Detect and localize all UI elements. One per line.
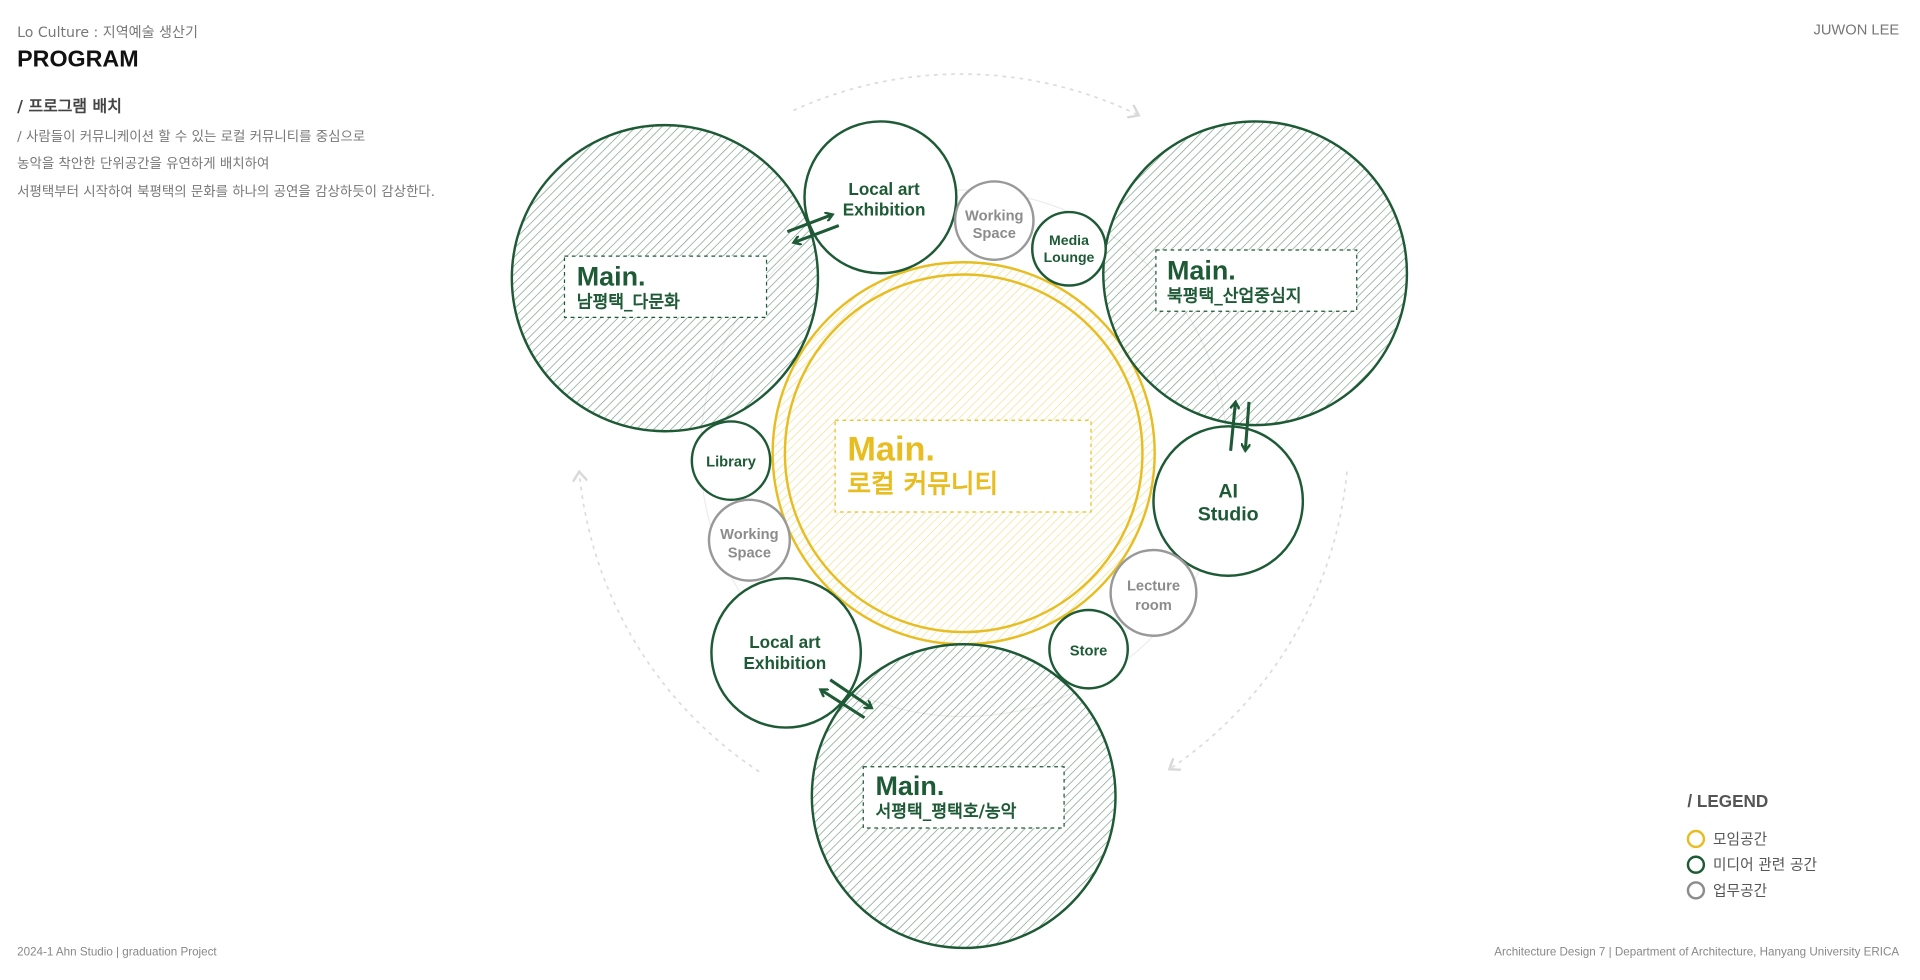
space-local-art-exhibition-bottom[interactable]: Local art Exhibition [710, 576, 863, 729]
main-label: Main. [577, 262, 646, 292]
footer-left: 2024-1 Ahn Studio | graduation Project [17, 945, 217, 958]
legend-label: 모임공간 [1713, 831, 1767, 848]
exchange-arrows-bottom [820, 678, 871, 720]
space-ai-studio[interactable]: AI Studio [1152, 425, 1305, 577]
main-circle-west[interactable]: Main. 서평택_평택호/농악 [810, 643, 1117, 950]
main-circle-south[interactable]: Main. 남평택_다문화 [510, 123, 820, 433]
author-name: JUWON LEE [1813, 22, 1899, 38]
main-name: 북평택_산업중심지 [1167, 286, 1302, 306]
flow-arc-left [579, 472, 760, 773]
center-circle-local-community[interactable]: Main. 로컬 커뮤니티 [771, 261, 1156, 646]
page-title: PROGRAM [17, 45, 138, 71]
description-line: / 사람들이 커뮤니케이션 할 수 있는 로컬 커뮤니티를 중심으로 [17, 129, 365, 145]
space-label: Space [973, 226, 1016, 242]
space-media-lounge[interactable]: Media Lounge [1031, 210, 1107, 287]
legend-swatch-media [1686, 855, 1706, 874]
center-name-label: 로컬 커뮤니티 [847, 469, 998, 499]
space-label: Local art [848, 179, 920, 199]
space-label: Store [1070, 643, 1108, 659]
space-label: Exhibition [744, 653, 827, 673]
space-working-space-left[interactable]: Working Space [707, 498, 792, 582]
main-label: Main. [1167, 255, 1236, 285]
footer-right: Architecture Design 7 | Department of Ar… [1494, 945, 1899, 958]
flow-arc-right [1169, 471, 1348, 770]
exchange-arrows-top-left [786, 214, 840, 242]
space-label: Local art [749, 632, 821, 652]
space-label: Space [728, 545, 771, 561]
space-store[interactable]: Store [1048, 608, 1129, 690]
legend: / LEGEND 모임공간 미디어 관련 공간 업무공간 [1686, 791, 1817, 900]
space-label: Studio [1198, 504, 1259, 526]
space-label: Lecture [1127, 578, 1180, 594]
main-name: 서평택_평택호/농악 [876, 802, 1017, 822]
exchange-arrows-right [1229, 402, 1249, 451]
main-circle-north[interactable]: Main. 북평택_산업중심지 [1102, 120, 1409, 427]
main-label: Main. [876, 771, 945, 801]
space-lecture-room[interactable]: Lecture room [1109, 548, 1198, 637]
space-label: Library [706, 455, 757, 471]
space-library[interactable]: Library [690, 420, 772, 502]
space-label: Working [720, 527, 778, 543]
space-label: AI [1218, 480, 1238, 502]
description-line: 서평택부터 시작하여 북평택의 문화를 하나의 공연을 감상하듯이 감상한다. [17, 184, 435, 200]
legend-swatch-gathering [1686, 829, 1706, 849]
space-label: room [1135, 598, 1172, 614]
project-subtitle: Lo Culture : 지역예술 생산기 [17, 25, 198, 41]
flow-arc-top [793, 73, 1138, 115]
space-label: Exhibition [843, 200, 926, 220]
space-local-art-exhibition-top[interactable]: Local art Exhibition [803, 120, 958, 275]
legend-label: 미디어 관련 공간 [1713, 857, 1817, 874]
space-working-space-top[interactable]: Working Space [953, 180, 1035, 262]
legend-title: / LEGEND [1687, 791, 1768, 811]
description-line: 농악을 착안한 단위공간을 유연하게 배치하여 [17, 156, 269, 172]
space-label: Lounge [1044, 249, 1095, 265]
section-heading: / 프로그램 배치 [17, 97, 122, 116]
legend-label: 업무공간 [1713, 882, 1767, 899]
main-name: 남평택_다문화 [577, 293, 680, 313]
space-label: Media [1049, 232, 1089, 248]
center-main-label: Main. [847, 431, 935, 469]
legend-swatch-work [1686, 881, 1706, 900]
space-label: Working [965, 209, 1023, 225]
